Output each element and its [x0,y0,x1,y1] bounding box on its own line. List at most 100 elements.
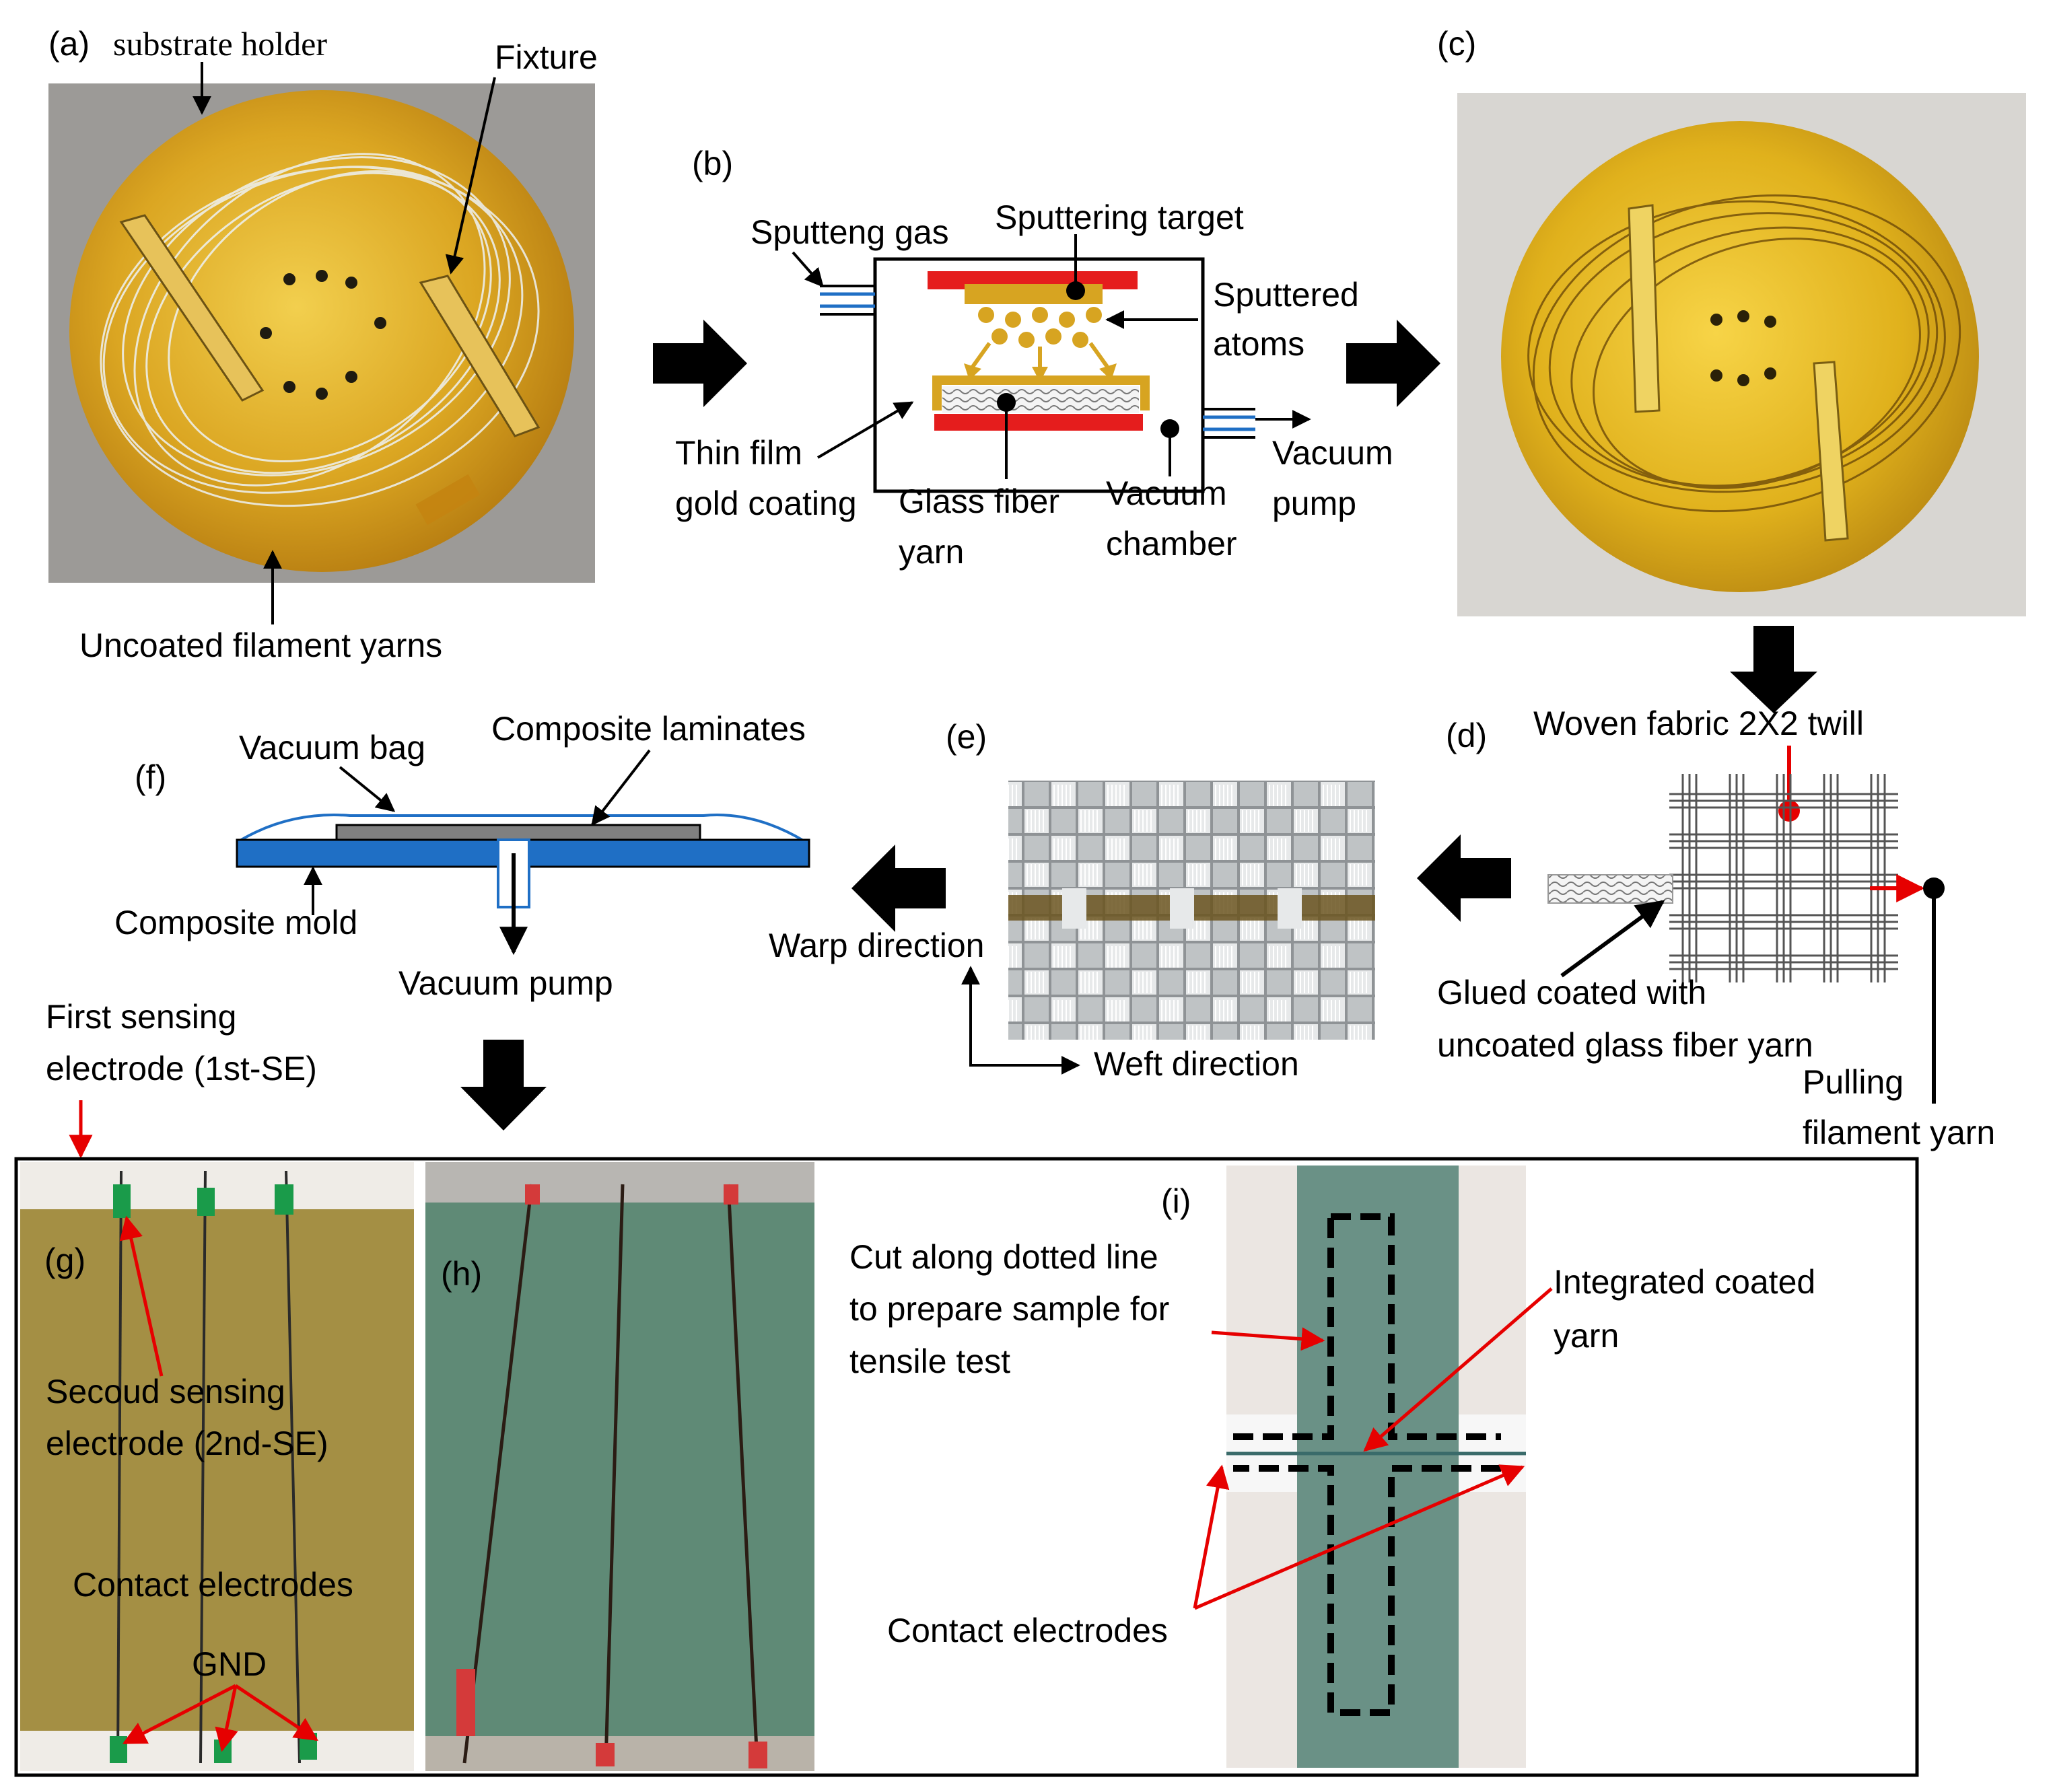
vacuum-chamber-label-1: Vacuum [1106,474,1227,512]
pump-outlet [1203,408,1255,439]
vacuum-chamber-label-2: chamber [1106,525,1237,563]
glued-label-2: uncoated glass fiber yarn [1437,1026,1813,1064]
sputtered-label-2: atoms [1213,325,1304,363]
cut-dotted-line [1233,1213,1501,1716]
pulling-label-1: Pulling [1803,1063,1904,1101]
cut-label-3: tensile test [849,1342,1010,1380]
second-se-label-1: Secoud sensing [46,1373,285,1410]
red-contacts-h [456,1184,767,1768]
gas-inlet [820,285,875,316]
panel-i: (i) Cut along dotted line to prepare sam… [849,1166,1815,1768]
sputtered-label-1: Sputtered [1213,276,1359,314]
flow-arrow-f-to-g [460,1040,547,1131]
integrated-label-1: Integrated coated [1554,1263,1815,1301]
panel-e: (e) Warp direction Weft direction [769,718,1375,1083]
panel-f-letter: (f) [135,758,166,796]
thin-film-gold-right [1140,375,1150,410]
composite-mold-label: Composite mold [114,904,357,941]
glued-coated-yarn [1547,874,1673,904]
panel-g-letter: (g) [44,1242,85,1279]
panel-d: (d) Woven fabric 2X2 twill Gl [1437,705,1995,1151]
panel-c-letter: (c) [1437,25,1476,63]
panel-i-letter: (i) [1161,1182,1191,1220]
panel-h-letter: (h) [441,1255,482,1293]
coated-fixture-right [1813,361,1849,542]
contact-electrodes-label-i: Contact electrodes [887,1612,1168,1649]
panel-f: (f) Vacuum bag Composite laminates Compo… [114,710,810,1002]
bottom-panel-frame [14,1157,1919,1777]
photo-g-top-strip [20,1162,414,1209]
warp-label: Warp direction [769,927,984,964]
uncoated-label: Uncoated filament yarns [79,626,442,664]
gnd-label: GND [192,1645,267,1683]
sensing-yarns-h [462,1184,759,1764]
second-se-arrow [119,1215,164,1377]
vacuum-bag-label: Vacuum bag [239,729,425,766]
panel-b-letter: (b) [692,145,733,182]
sputter-gas-label: Sputteng gas [751,213,949,251]
panel-g: (g) Secoud sensing electrode (2nd-SE) Co… [20,1162,414,1771]
second-se-label-2: electrode (2nd-SE) [46,1425,328,1462]
cut-label-1: Cut along dotted line [849,1238,1158,1276]
kapton-tape [415,474,480,526]
contact-arrow-right [1194,1464,1525,1610]
substrate-holder-disk [69,90,574,572]
substrate-red-electrode [934,414,1143,431]
panel-a: (a) substrate holder Fixture Uncoated fi… [48,25,598,664]
panel-c: (c) [1437,25,2026,616]
uncoated-filament-yarns [100,153,540,507]
pulling-label-2: filament yarn [1803,1114,1995,1151]
thin-film-gold-left [932,375,942,410]
cut-arrow [1211,1327,1325,1351]
glass-fiber-yarn-bed [942,386,1139,413]
arrow-laminates [591,749,651,826]
glued-label-1: Glued coated with [1437,974,1706,1011]
coated-fixture-left [1628,204,1661,413]
woven-fabric-label: Woven fabric 2X2 twill [1533,705,1864,742]
arrow-glued [1560,900,1665,978]
vacuum-pump-label-1: Vacuum [1272,434,1393,472]
overlying-warp-yarns [1062,888,1302,929]
arrow-sputter-gas [792,251,824,288]
vacuum-chamber-box [873,257,1205,493]
vacuum-pump-label: Vacuum pump [398,964,613,1002]
panel-e-letter: (e) [946,718,987,756]
woven-pointer-dot [1778,800,1800,822]
arrow-thin-film [816,401,914,459]
flow-arrow-a-to-b [653,320,747,407]
panel-a-letter: (a) [48,25,90,63]
coated-filament-yarns [1527,194,1961,513]
holder-holes [260,270,386,400]
composite-laminates-label: Composite laminates [491,710,806,748]
coated-holder-holes [1710,310,1776,386]
thin-film-label-1: Thin film [675,434,802,472]
panel-b: (b) Sputteng gas Sputtering target Sputt… [675,145,1393,571]
atom-trajectories [971,342,1109,370]
integrated-label-2: yarn [1554,1317,1619,1355]
sputtered-atoms [978,307,1102,348]
photo-h-top-strip [425,1162,814,1203]
arrow-fixture [445,77,496,275]
first-se-label-2: electrode (1st-SE) [46,1050,317,1087]
flow-arrow-c-to-d [1730,626,1817,713]
fixture-label: Fixture [495,38,598,76]
flow-arrow-b-to-c [1346,320,1440,407]
fixture-left [119,214,265,402]
contact-arrow-left [1193,1464,1230,1609]
gnd-arrow-3 [234,1684,318,1742]
vacuum-pump-label-2: pump [1272,485,1356,522]
gnd-arrow-2 [215,1685,238,1752]
cut-label-2: to prepare sample for [849,1290,1169,1328]
contact-electrodes-label-g: Contact electrodes [73,1566,353,1604]
glass-fiber-label-1: Glass fiber [899,482,1059,520]
flow-arrow-e-to-f [851,845,946,932]
glass-fiber-label-2: yarn [899,533,964,571]
gnd-arrow-1 [122,1684,237,1745]
coated-holder-disk [1501,121,1979,592]
arrow-vacuum-bag [339,766,396,812]
sensing-yarns-g [116,1170,301,1764]
first-se-label-1: First sensing [46,998,236,1036]
sputtering-target-label: Sputtering target [995,199,1244,236]
thin-film-label-2: gold coating [675,485,857,522]
